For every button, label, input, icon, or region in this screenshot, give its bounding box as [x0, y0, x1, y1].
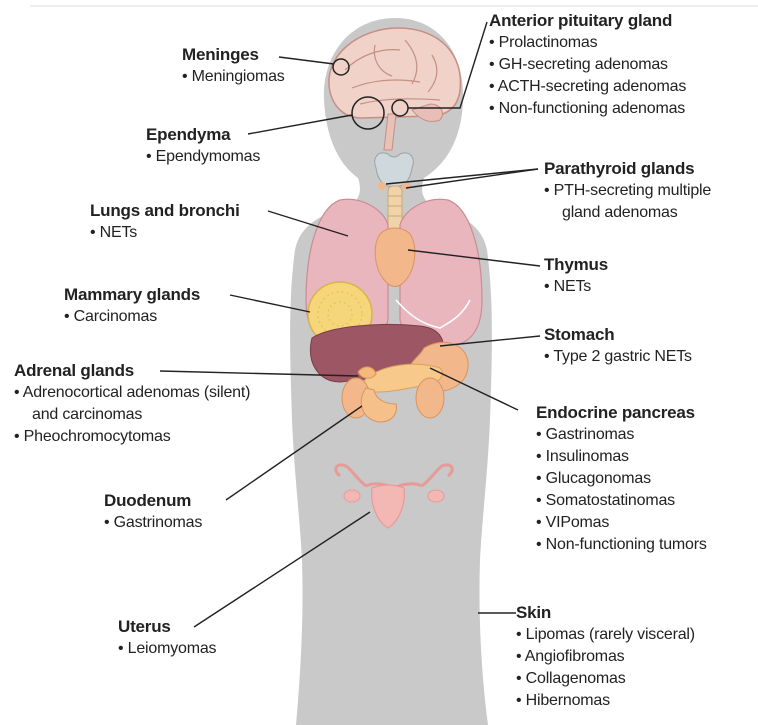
label-mammary: Mammary glands • Carcinomas	[64, 284, 200, 328]
label-uterus: Uterus • Leiomyomas	[118, 616, 216, 660]
label-pancreas-item-4: • Somatostatinomas	[536, 490, 707, 512]
label-pituitary-item-1: • Prolactinomas	[489, 32, 686, 54]
label-stomach-title: Stomach	[544, 324, 692, 346]
label-parathyroid-item-1: • PTH-secreting multiple	[544, 180, 711, 202]
label-adrenal-item-1: • Adrenocortical adenomas (silent)	[14, 382, 250, 404]
label-skin-item-4: • Hibernomas	[516, 690, 695, 712]
label-parathyroid-item-2: gland adenomas	[544, 202, 711, 224]
label-lungs: Lungs and bronchi • NETs	[90, 200, 240, 244]
label-adrenal-item-2: and carcinomas	[14, 404, 250, 426]
right-lung	[400, 199, 482, 346]
label-pancreas-item-3: • Glucagonomas	[536, 468, 707, 490]
label-pancreas: Endocrine pancreas • Gastrinomas • Insul…	[536, 402, 707, 556]
label-duodenum-item: • Gastrinomas	[104, 512, 202, 534]
label-thymus-item: • NETs	[544, 276, 608, 298]
label-adrenal-item-3: • Pheochromocytomas	[14, 426, 250, 448]
label-pituitary-item-4: • Non-functioning adenomas	[489, 98, 686, 120]
label-meninges-title: Meninges	[182, 44, 285, 66]
label-pancreas-item-6: • Non-functioning tumors	[536, 534, 707, 556]
label-duodenum: Duodenum • Gastrinomas	[104, 490, 202, 534]
label-skin: Skin • Lipomas (rarely visceral) • Angio…	[516, 602, 695, 712]
kidney-right	[416, 378, 444, 418]
label-adrenal: Adrenal glands • Adrenocortical adenomas…	[14, 360, 250, 448]
label-lungs-title: Lungs and bronchi	[90, 200, 240, 222]
label-meninges-item: • Meningiomas	[182, 66, 285, 88]
label-skin-item-1: • Lipomas (rarely visceral)	[516, 624, 695, 646]
label-ependyma: Ependyma • Ependymomas	[146, 124, 260, 168]
label-adrenal-title: Adrenal glands	[14, 360, 250, 382]
label-lungs-item: • NETs	[90, 222, 240, 244]
label-pancreas-item-1: • Gastrinomas	[536, 424, 707, 446]
label-meninges: Meninges • Meningiomas	[182, 44, 285, 88]
label-mammary-title: Mammary glands	[64, 284, 200, 306]
label-thymus-title: Thymus	[544, 254, 608, 276]
label-stomach: Stomach • Type 2 gastric NETs	[544, 324, 692, 368]
label-duodenum-title: Duodenum	[104, 490, 202, 512]
label-uterus-item: • Leiomyomas	[118, 638, 216, 660]
label-pituitary-item-2: • GH-secreting adenomas	[489, 54, 686, 76]
leader-meninges	[279, 57, 334, 64]
label-mammary-item: • Carcinomas	[64, 306, 200, 328]
label-skin-item-3: • Collagenomas	[516, 668, 695, 690]
label-pancreas-item-2: • Insulinomas	[536, 446, 707, 468]
label-ependyma-title: Ependyma	[146, 124, 260, 146]
label-pituitary-title: Anterior pituitary gland	[489, 10, 686, 32]
label-skin-title: Skin	[516, 602, 695, 624]
label-stomach-item: • Type 2 gastric NETs	[544, 346, 692, 368]
label-pituitary-item-3: • ACTH-secreting adenomas	[489, 76, 686, 98]
label-pituitary: Anterior pituitary gland • Prolactinomas…	[489, 10, 686, 120]
label-pancreas-title: Endocrine pancreas	[536, 402, 707, 424]
label-parathyroid: Parathyroid glands • PTH-secreting multi…	[544, 158, 711, 224]
label-ependyma-item: • Ependymomas	[146, 146, 260, 168]
label-parathyroid-title: Parathyroid glands	[544, 158, 711, 180]
label-thymus: Thymus • NETs	[544, 254, 608, 298]
label-pancreas-item-5: • VIPomas	[536, 512, 707, 534]
label-skin-item-2: • Angiofibromas	[516, 646, 695, 668]
label-uterus-title: Uterus	[118, 616, 216, 638]
